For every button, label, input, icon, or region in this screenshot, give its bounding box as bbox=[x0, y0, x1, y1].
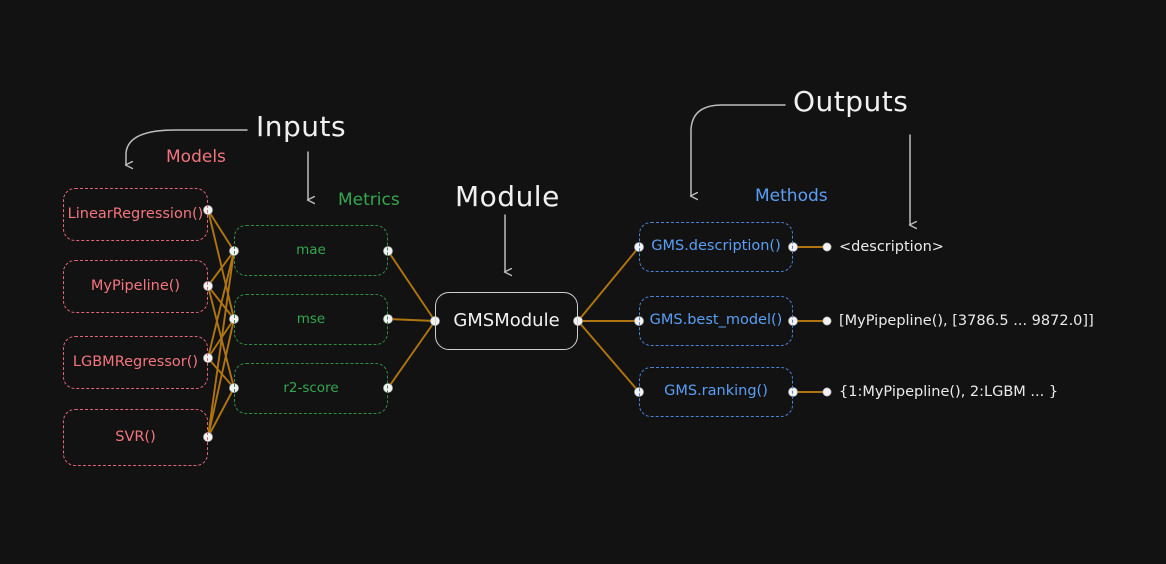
metric-label: mse bbox=[296, 311, 326, 328]
dot-output-3 bbox=[822, 387, 832, 397]
method-label: GMS.best_model() bbox=[649, 312, 783, 329]
metric-label: mae bbox=[296, 242, 326, 259]
dot-output-1 bbox=[822, 242, 832, 252]
metric-label: r2-score bbox=[283, 380, 339, 397]
group-label-metrics: Metrics bbox=[338, 190, 400, 210]
model-box-linear-regression[interactable]: LinearRegression() bbox=[63, 188, 208, 241]
model-box-lgbm-regressor[interactable]: LGBMRegressor() bbox=[63, 336, 208, 389]
header-outputs: Outputs bbox=[793, 85, 909, 118]
output-value-description: <description> bbox=[839, 239, 944, 255]
method-box-best-model[interactable]: GMS.best_model() bbox=[639, 296, 793, 346]
metric-box-r2-score[interactable]: r2-score bbox=[234, 363, 388, 414]
module-label: GMSModule bbox=[453, 310, 560, 332]
edges-methods-to-outputs bbox=[793, 245, 826, 394]
model-label: MyPipeline() bbox=[90, 277, 181, 294]
dot-output-2 bbox=[822, 316, 832, 326]
model-box-my-pipeline[interactable]: MyPipeline() bbox=[63, 260, 208, 313]
arrow-outputs-to-methods bbox=[691, 104, 786, 196]
output-value-best-model: [MyPipepline(), [3786.5 ... 9872.0]] bbox=[839, 313, 1094, 329]
model-label: SVR() bbox=[115, 428, 156, 445]
group-label-models: Models bbox=[166, 147, 226, 167]
method-box-description[interactable]: GMS.description() bbox=[639, 222, 793, 272]
model-box-svr[interactable]: SVR() bbox=[63, 409, 208, 466]
model-label: LinearRegression() bbox=[67, 205, 204, 222]
edges-module-to-methods bbox=[577, 246, 640, 393]
metric-box-mae[interactable]: mae bbox=[234, 225, 388, 276]
group-label-methods: Methods bbox=[755, 186, 828, 206]
method-box-ranking[interactable]: GMS.ranking() bbox=[639, 367, 793, 417]
header-inputs: Inputs bbox=[256, 110, 347, 143]
method-label: GMS.ranking() bbox=[664, 383, 768, 400]
output-value-ranking: {1:MyPipepline(), 2:LGBM ... } bbox=[839, 384, 1059, 400]
header-module: Module bbox=[455, 180, 560, 213]
module-box-gmsmodule[interactable]: GMSModule bbox=[435, 292, 578, 350]
model-label: LGBMRegressor() bbox=[72, 353, 199, 370]
metric-box-mse[interactable]: mse bbox=[234, 294, 388, 345]
edges-metrics-to-module bbox=[387, 250, 436, 389]
edges-models-to-metrics bbox=[207, 209, 235, 438]
method-label: GMS.description() bbox=[651, 238, 781, 255]
